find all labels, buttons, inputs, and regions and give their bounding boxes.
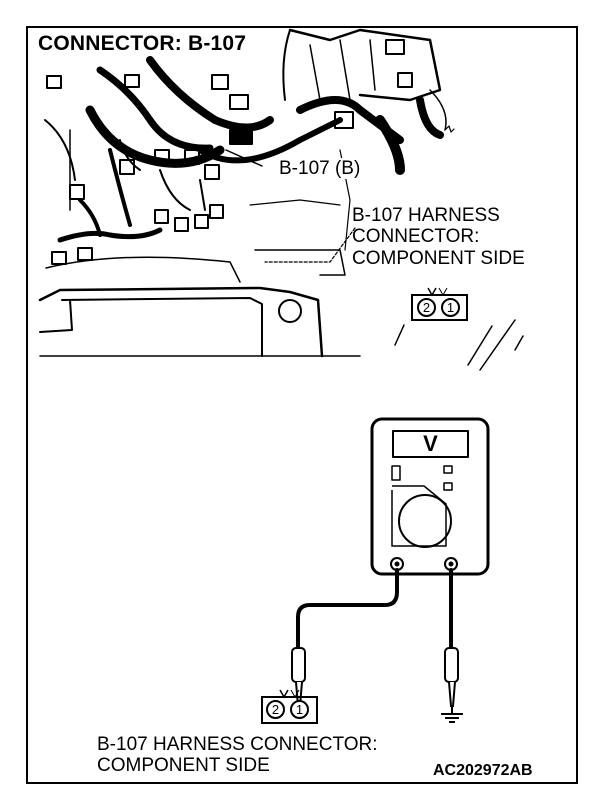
voltmeter bbox=[370, 417, 490, 576]
bottom-connector-body bbox=[261, 696, 318, 724]
top-connector-key bbox=[427, 287, 448, 297]
harness-label-bottom-line: COMPONENT SIDE bbox=[97, 755, 270, 777]
harness-label-bottom: B-107 HARNESS CONNECTOR: COMPONENT SIDE bbox=[97, 734, 378, 777]
connector-callout: B-107 (B) bbox=[277, 158, 363, 180]
bottom-pin-1: 1 bbox=[290, 700, 309, 719]
harness-label-bottom-line: B-107 HARNESS CONNECTOR: bbox=[97, 734, 378, 755]
harness-label-top-line: B-107 HARNESS bbox=[352, 205, 500, 226]
test-leads bbox=[296, 568, 453, 650]
bottom-pin-2: 2 bbox=[266, 700, 285, 719]
figure-code: AC202972AB bbox=[433, 762, 533, 779]
meter-display-symbol: V bbox=[423, 431, 438, 456]
ground-icon bbox=[441, 706, 463, 723]
top-pin-2: 2 bbox=[417, 298, 436, 317]
harness-label-top: B-107 HARNESS CONNECTOR: COMPONENT SIDE bbox=[352, 205, 525, 269]
top-connector-body bbox=[411, 294, 468, 321]
probe-ground bbox=[444, 647, 459, 707]
harness-label-top-line: CONNECTOR: bbox=[352, 226, 480, 248]
harness-label-top-line: COMPONENT SIDE bbox=[352, 247, 525, 269]
engine-bay-illustration bbox=[38, 28, 524, 371]
top-pin-1: 1 bbox=[441, 298, 460, 317]
diagram-title: CONNECTOR: B-107 bbox=[36, 32, 249, 56]
